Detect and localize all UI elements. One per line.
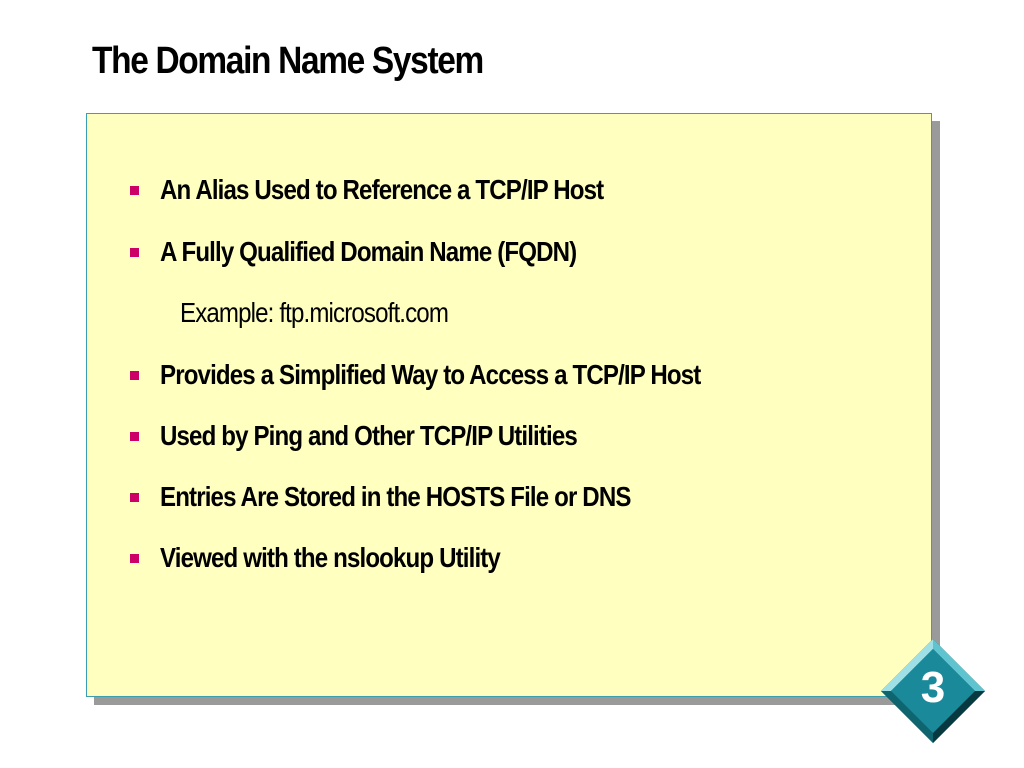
bullet-text: Used by Ping and Other TCP/IP Utilities xyxy=(160,420,578,451)
square-bullet-icon xyxy=(130,431,139,441)
bullet-item: A Fully Qualified Domain Name (FQDN) xyxy=(130,232,644,272)
bullet-item: Entries Are Stored in the HOSTS File or … xyxy=(130,477,707,517)
bullet-item: Used by Ping and Other TCP/IP Utilities xyxy=(130,416,645,456)
square-bullet-icon xyxy=(130,247,139,257)
page-number: 3 xyxy=(920,663,946,712)
bullet-item: Viewed with the nslookup Utility xyxy=(130,538,555,578)
bullet-text: Entries Are Stored in the HOSTS File or … xyxy=(160,481,631,512)
bullet-text: An Alias Used to Reference a TCP/IP Host xyxy=(160,174,604,205)
square-bullet-icon xyxy=(130,492,139,502)
slide-title: The Domain Name System xyxy=(92,40,484,82)
page-number-badge: 3 xyxy=(878,636,988,746)
content-panel xyxy=(86,113,932,697)
square-bullet-icon xyxy=(130,553,139,563)
bullet-item: An Alias Used to Reference a TCP/IP Host xyxy=(130,170,676,210)
square-bullet-icon xyxy=(130,370,139,380)
square-bullet-icon xyxy=(130,185,139,195)
example-text: Example: ftp.microsoft.com xyxy=(180,297,449,328)
bullet-text: Provides a Simplified Way to Access a TC… xyxy=(160,359,701,390)
bullet-text: Viewed with the nslookup Utility xyxy=(160,542,501,573)
diamond-badge-icon xyxy=(881,639,985,743)
bullet-item: Provides a Simplified Way to Access a TC… xyxy=(130,355,788,395)
bullet-text: A Fully Qualified Domain Name (FQDN) xyxy=(160,236,577,267)
